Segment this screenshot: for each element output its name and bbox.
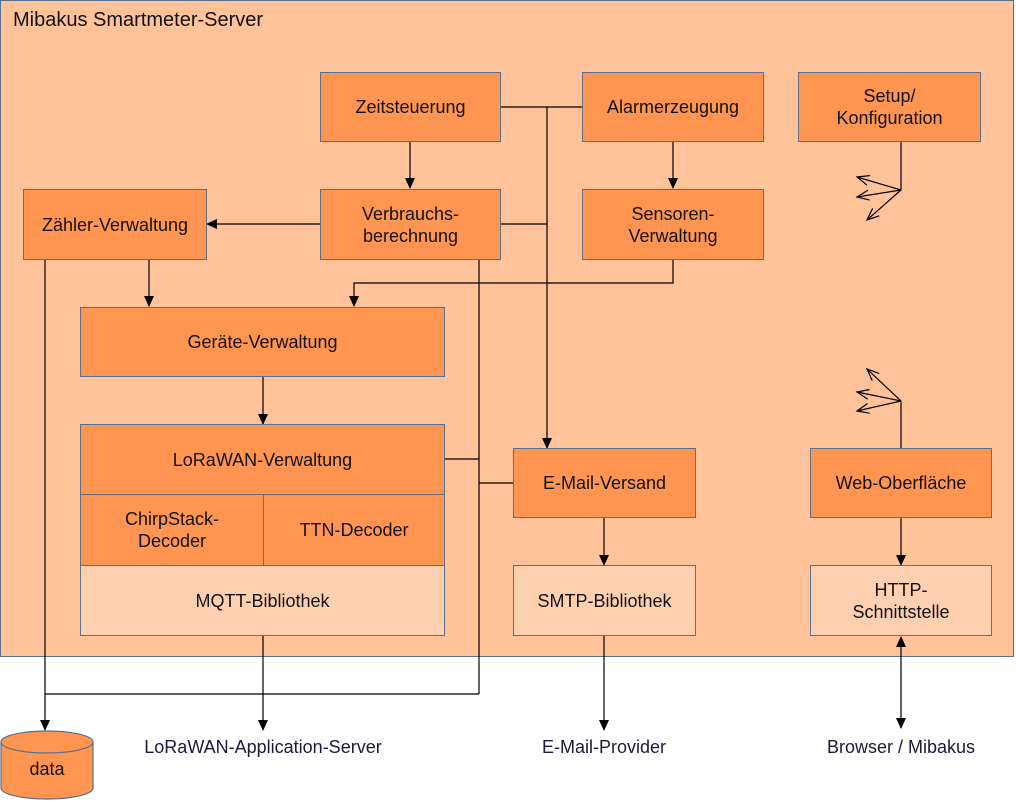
external-browser-mibakus: Browser / Mibakus [826,737,976,757]
edge-web-fan-1 [867,369,902,402]
edge-web-fan-3 [857,400,902,411]
box-sensoren-verwaltung: Sensoren- Verwaltung [582,189,764,260]
database-icon [0,730,94,800]
box-chirpstack-decoder: ChirpStack- Decoder [80,494,264,566]
box-mqtt-bibliothek: MQTT-Bibliothek [80,565,445,636]
edge-setup-fan-3 [867,189,902,220]
box-web-oberflaeche: Web-Oberfläche [810,448,992,518]
box-smtp-bibliothek: SMTP-Bibliothek [513,565,696,636]
box-setup-konfiguration: Setup/ Konfiguration [798,72,981,142]
edge-web-fan-2 [857,392,902,402]
box-http-schnittstelle: HTTP- Schnittstelle [810,565,992,636]
database-label: data [29,759,65,779]
box-zaehler-verwaltung: Zähler-Verwaltung [23,189,207,260]
edge-setup-fan-1 [857,177,902,191]
edge-setup-fan-2 [857,189,902,197]
external-lorawan-application-server: LoRaWAN-Application-Server [144,737,382,757]
box-zeitsteuerung: Zeitsteuerung [320,72,501,142]
box-verbrauchsberechnung: Verbrauchs- berechnung [320,189,501,260]
external-email-provider: E-Mail-Provider [541,737,667,757]
box-lorawan-verwaltung: LoRaWAN-Verwaltung [80,424,445,495]
server-title: Mibakus Smartmeter-Server [13,9,264,31]
edge-sensoren-geraete [349,260,674,307]
box-alarmerzeugung: Alarmerzeugung [582,72,764,142]
box-ttn-decoder: TTN-Decoder [263,494,445,566]
box-email-versand: E-Mail-Versand [513,448,696,518]
box-geraete-verwaltung: Geräte-Verwaltung [80,307,445,377]
